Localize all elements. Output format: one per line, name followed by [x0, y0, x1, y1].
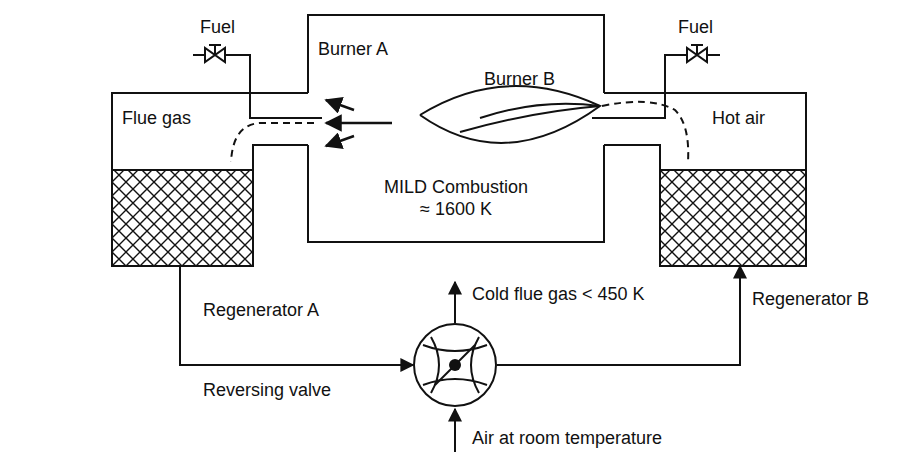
valve-name: Reversing valve: [203, 380, 331, 402]
gas-label: Flue gas: [122, 108, 191, 130]
flow-path: [231, 123, 314, 162]
valve-flap: [423, 337, 487, 393]
regenerator-bed: [660, 170, 806, 266]
valve-symbol: [687, 45, 707, 62]
fuel-pipe: [193, 55, 322, 118]
flow-arrows: [326, 100, 392, 146]
furnace-wall: [308, 15, 604, 242]
regenerator-box: Flue gas: [112, 93, 253, 266]
burner-name: Burner A: [318, 39, 388, 61]
valve-flap: [435, 345, 475, 385]
fuel-label: Fuel: [200, 17, 235, 39]
flow-label: Cold flue gas < 450 K: [472, 284, 645, 306]
flow-path: [602, 102, 688, 162]
flow-label: Air at room temperature: [472, 428, 662, 450]
valve-symbol: [413, 323, 497, 407]
gas-label: Hot air: [712, 108, 765, 130]
valve-pivot: [449, 359, 461, 371]
flow-line: [497, 266, 740, 365]
valve-circle: Reversing valve: [413, 323, 497, 407]
regenerator-name: Regenerator B: [752, 289, 869, 311]
flow-arrow: [454, 409, 456, 452]
valve-outline: [414, 324, 496, 406]
regenerator-name: Regenerator A: [203, 300, 319, 322]
furnace-box: Burner A Burner B MILD Combustion ≈ 1600 K: [308, 15, 604, 242]
regenerator-bed: [112, 170, 253, 266]
fuel-pipe: [592, 55, 720, 118]
flame: [420, 86, 600, 143]
regenerator-box: Hot air: [660, 93, 806, 266]
flow-line: [180, 266, 413, 365]
flow-arrow: [454, 282, 456, 323]
process-label: MILD Combustion ≈ 1600 K: [381, 177, 532, 220]
fuel-label: Fuel: [678, 17, 713, 39]
valve-symbol: [205, 45, 225, 62]
burner-name: Burner B: [484, 69, 555, 91]
